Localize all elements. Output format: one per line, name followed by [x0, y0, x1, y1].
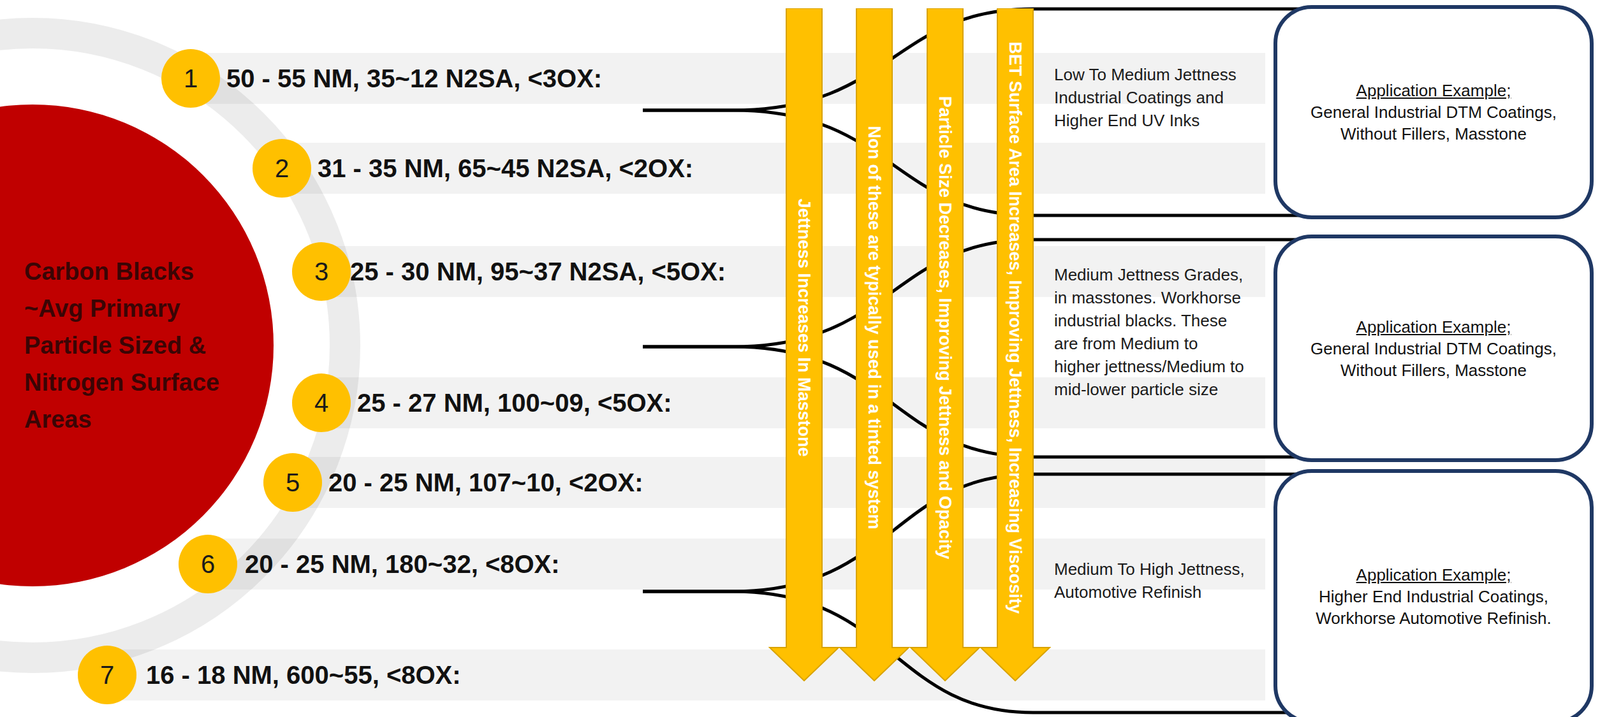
arrow-outline	[769, 8, 839, 682]
note-text: Medium To High Jettness, Automotive Refi…	[1054, 557, 1246, 604]
spec-text: 16 - 18 NM, 600~55, <8OX:	[146, 661, 462, 690]
callout-number: 6	[200, 550, 215, 580]
callout-number: 5	[285, 468, 300, 498]
note-text: Medium Jettness Grades, in masstones. Wo…	[1054, 263, 1246, 402]
trend-arrow: BET Surface Area Increases, Improving Je…	[979, 8, 1051, 682]
arrow-text: Non of these are typically used in a tin…	[864, 125, 884, 530]
callout-number: 7	[100, 661, 115, 690]
callout-number: 3	[314, 257, 329, 287]
callout-circle: 7	[77, 645, 137, 705]
callout-circle: 1	[161, 49, 221, 108]
arrow-outline	[910, 8, 980, 682]
callout-circle: 5	[263, 453, 323, 513]
spec-band: 20 - 25 NM, 107~10, <2OX:	[292, 457, 1266, 509]
arrow-text: Jettness Increases In Masstone	[794, 198, 814, 457]
spec-text: 25 - 27 NM, 100~09, <5OX:	[357, 388, 673, 418]
callout-circle: 2	[252, 139, 312, 198]
application-box: Application Example;Higher End Industria…	[1273, 469, 1594, 717]
spec-band: 31 - 35 NM, 65~45 N2SA, <2OX:	[281, 142, 1266, 194]
box-body: General Industrial DTM Coatings, Without…	[1291, 337, 1576, 382]
spec-text: 25 - 30 NM, 95~37 N2SA, <5OX:	[350, 257, 726, 287]
box-body: Higher End Industrial Coatings, Workhors…	[1291, 586, 1576, 630]
callout-number: 2	[274, 154, 289, 184]
callout-circle: 3	[292, 242, 351, 301]
arrow-outline	[839, 8, 909, 682]
box-heading: Application Example;	[1356, 316, 1512, 338]
arrow-text: BET Surface Area Increases, Improving Je…	[1005, 41, 1025, 614]
spec-text: 50 - 55 NM, 35~12 N2SA, <3OX:	[226, 64, 602, 94]
trend-arrow: Non of these are typically used in a tin…	[838, 8, 911, 682]
spec-band: 16 - 18 NM, 600~55, <8OX:	[107, 649, 1266, 701]
bracket-lines	[642, 8, 1301, 713]
spec-text: 31 - 35 NM, 65~45 N2SA, <2OX:	[317, 154, 694, 184]
hub-circle: Carbon Blacks ~Avg Primary Particle Size…	[0, 104, 274, 587]
callout-number: 1	[183, 64, 198, 94]
spec-text: 20 - 25 NM, 180~32, <8OX:	[244, 550, 560, 580]
hub-title: Carbon Blacks ~Avg Primary Particle Size…	[24, 253, 229, 439]
trend-arrow: Particle Size Decreases, Improving Jettn…	[909, 8, 981, 682]
callout-number: 4	[314, 388, 329, 418]
trend-arrow: Jettness Increases In Masstone	[768, 8, 840, 682]
box-heading: Application Example;	[1356, 564, 1512, 587]
arrow-outline	[980, 8, 1050, 682]
box-body: General Industrial DTM Coatings, Without…	[1291, 101, 1576, 145]
callout-circle: 4	[292, 373, 351, 433]
note-text: Low To Medium Jettness Industrial Coatin…	[1054, 63, 1246, 133]
application-box: Application Example;General Industrial D…	[1273, 5, 1594, 220]
callout-circle: 6	[178, 535, 238, 594]
box-heading: Application Example;	[1356, 79, 1512, 102]
application-box: Application Example;General Industrial D…	[1273, 234, 1594, 463]
spec-text: 20 - 25 NM, 107~10, <2OX:	[328, 468, 644, 498]
arrow-text: Particle Size Decreases, Improving Jettn…	[935, 96, 955, 560]
